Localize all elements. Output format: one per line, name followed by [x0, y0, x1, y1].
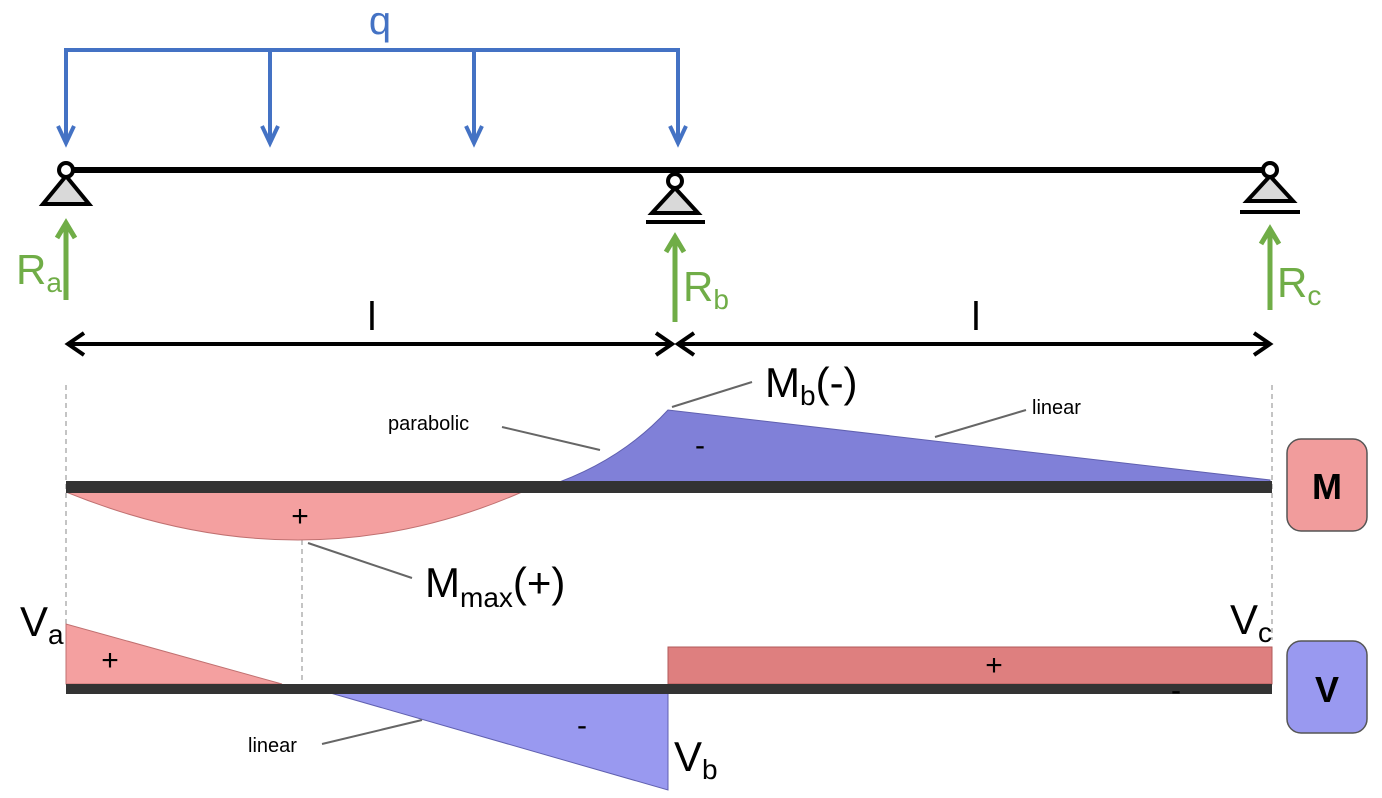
parabolic-leader [501, 426, 601, 451]
shear-linear-note: linear [248, 735, 297, 757]
vc-label: Vc [1230, 596, 1272, 648]
load-arrowhead-3 [464, 125, 484, 148]
distributed-load [56, 48, 688, 148]
moment-positive-sign: + [291, 500, 309, 533]
pin-b [666, 172, 684, 190]
load-arrowhead-4 [668, 125, 688, 148]
shear-badge [1286, 640, 1368, 734]
reaction-label-b: Rb [683, 263, 729, 315]
shear-positive-region-left [65, 623, 283, 685]
support-c [1240, 161, 1300, 214]
va-label: Va [20, 598, 64, 650]
moment-axis [66, 481, 1272, 493]
moment-badge-label: M [1312, 466, 1342, 507]
span-right-arrowhead-r [1252, 331, 1274, 357]
shear-badge-label: V [1315, 669, 1339, 710]
support-b [646, 172, 705, 224]
moment-linear-note: linear [1032, 397, 1081, 419]
shear-positive-sign-right: + [985, 649, 1003, 682]
support-a [38, 161, 94, 206]
mmax-leader [307, 542, 413, 579]
load-arrowhead-2 [260, 125, 280, 148]
moment-positive-region [65, 491, 523, 541]
load-label: q [369, 0, 391, 43]
reaction-label-c: Rc [1277, 259, 1321, 311]
load-frame [64, 48, 680, 139]
shear-linear-leader [321, 719, 423, 745]
span-left-arrowhead-r [654, 331, 676, 357]
moment-negative-region [547, 409, 1271, 487]
parabolic-note: parabolic [388, 413, 469, 435]
span-right-arrowhead-l [674, 331, 696, 357]
vb-label: Vb [674, 733, 718, 785]
moment-linear-leader [934, 409, 1027, 438]
shear-positive-sign-left: + [101, 644, 119, 677]
mb-label: Mb(-) [765, 359, 858, 411]
shear-negative-region [319, 689, 669, 791]
shear-positive-region-right [667, 646, 1273, 685]
reaction-arrowhead-b [663, 232, 687, 254]
reaction-label-a: Ra [16, 246, 62, 298]
shear-negative-sign-right: - [1171, 674, 1181, 707]
shear-negative-sign: - [577, 709, 587, 742]
pin-a [57, 161, 75, 179]
mb-leader [671, 381, 753, 408]
moment-badge [1286, 438, 1368, 532]
reaction-arrowhead-c [1258, 224, 1282, 246]
load-arrowhead-1 [56, 125, 76, 148]
moment-negative-sign: - [695, 429, 705, 462]
shear-axis [66, 684, 1272, 694]
pin-c [1261, 161, 1279, 179]
reaction-arrowhead-a [54, 218, 78, 240]
mmax-label: Mmax(+) [425, 559, 565, 613]
span-left-label: l [368, 295, 377, 339]
span-right-label: l [972, 295, 981, 339]
span-left-arrowhead-l [64, 331, 86, 357]
